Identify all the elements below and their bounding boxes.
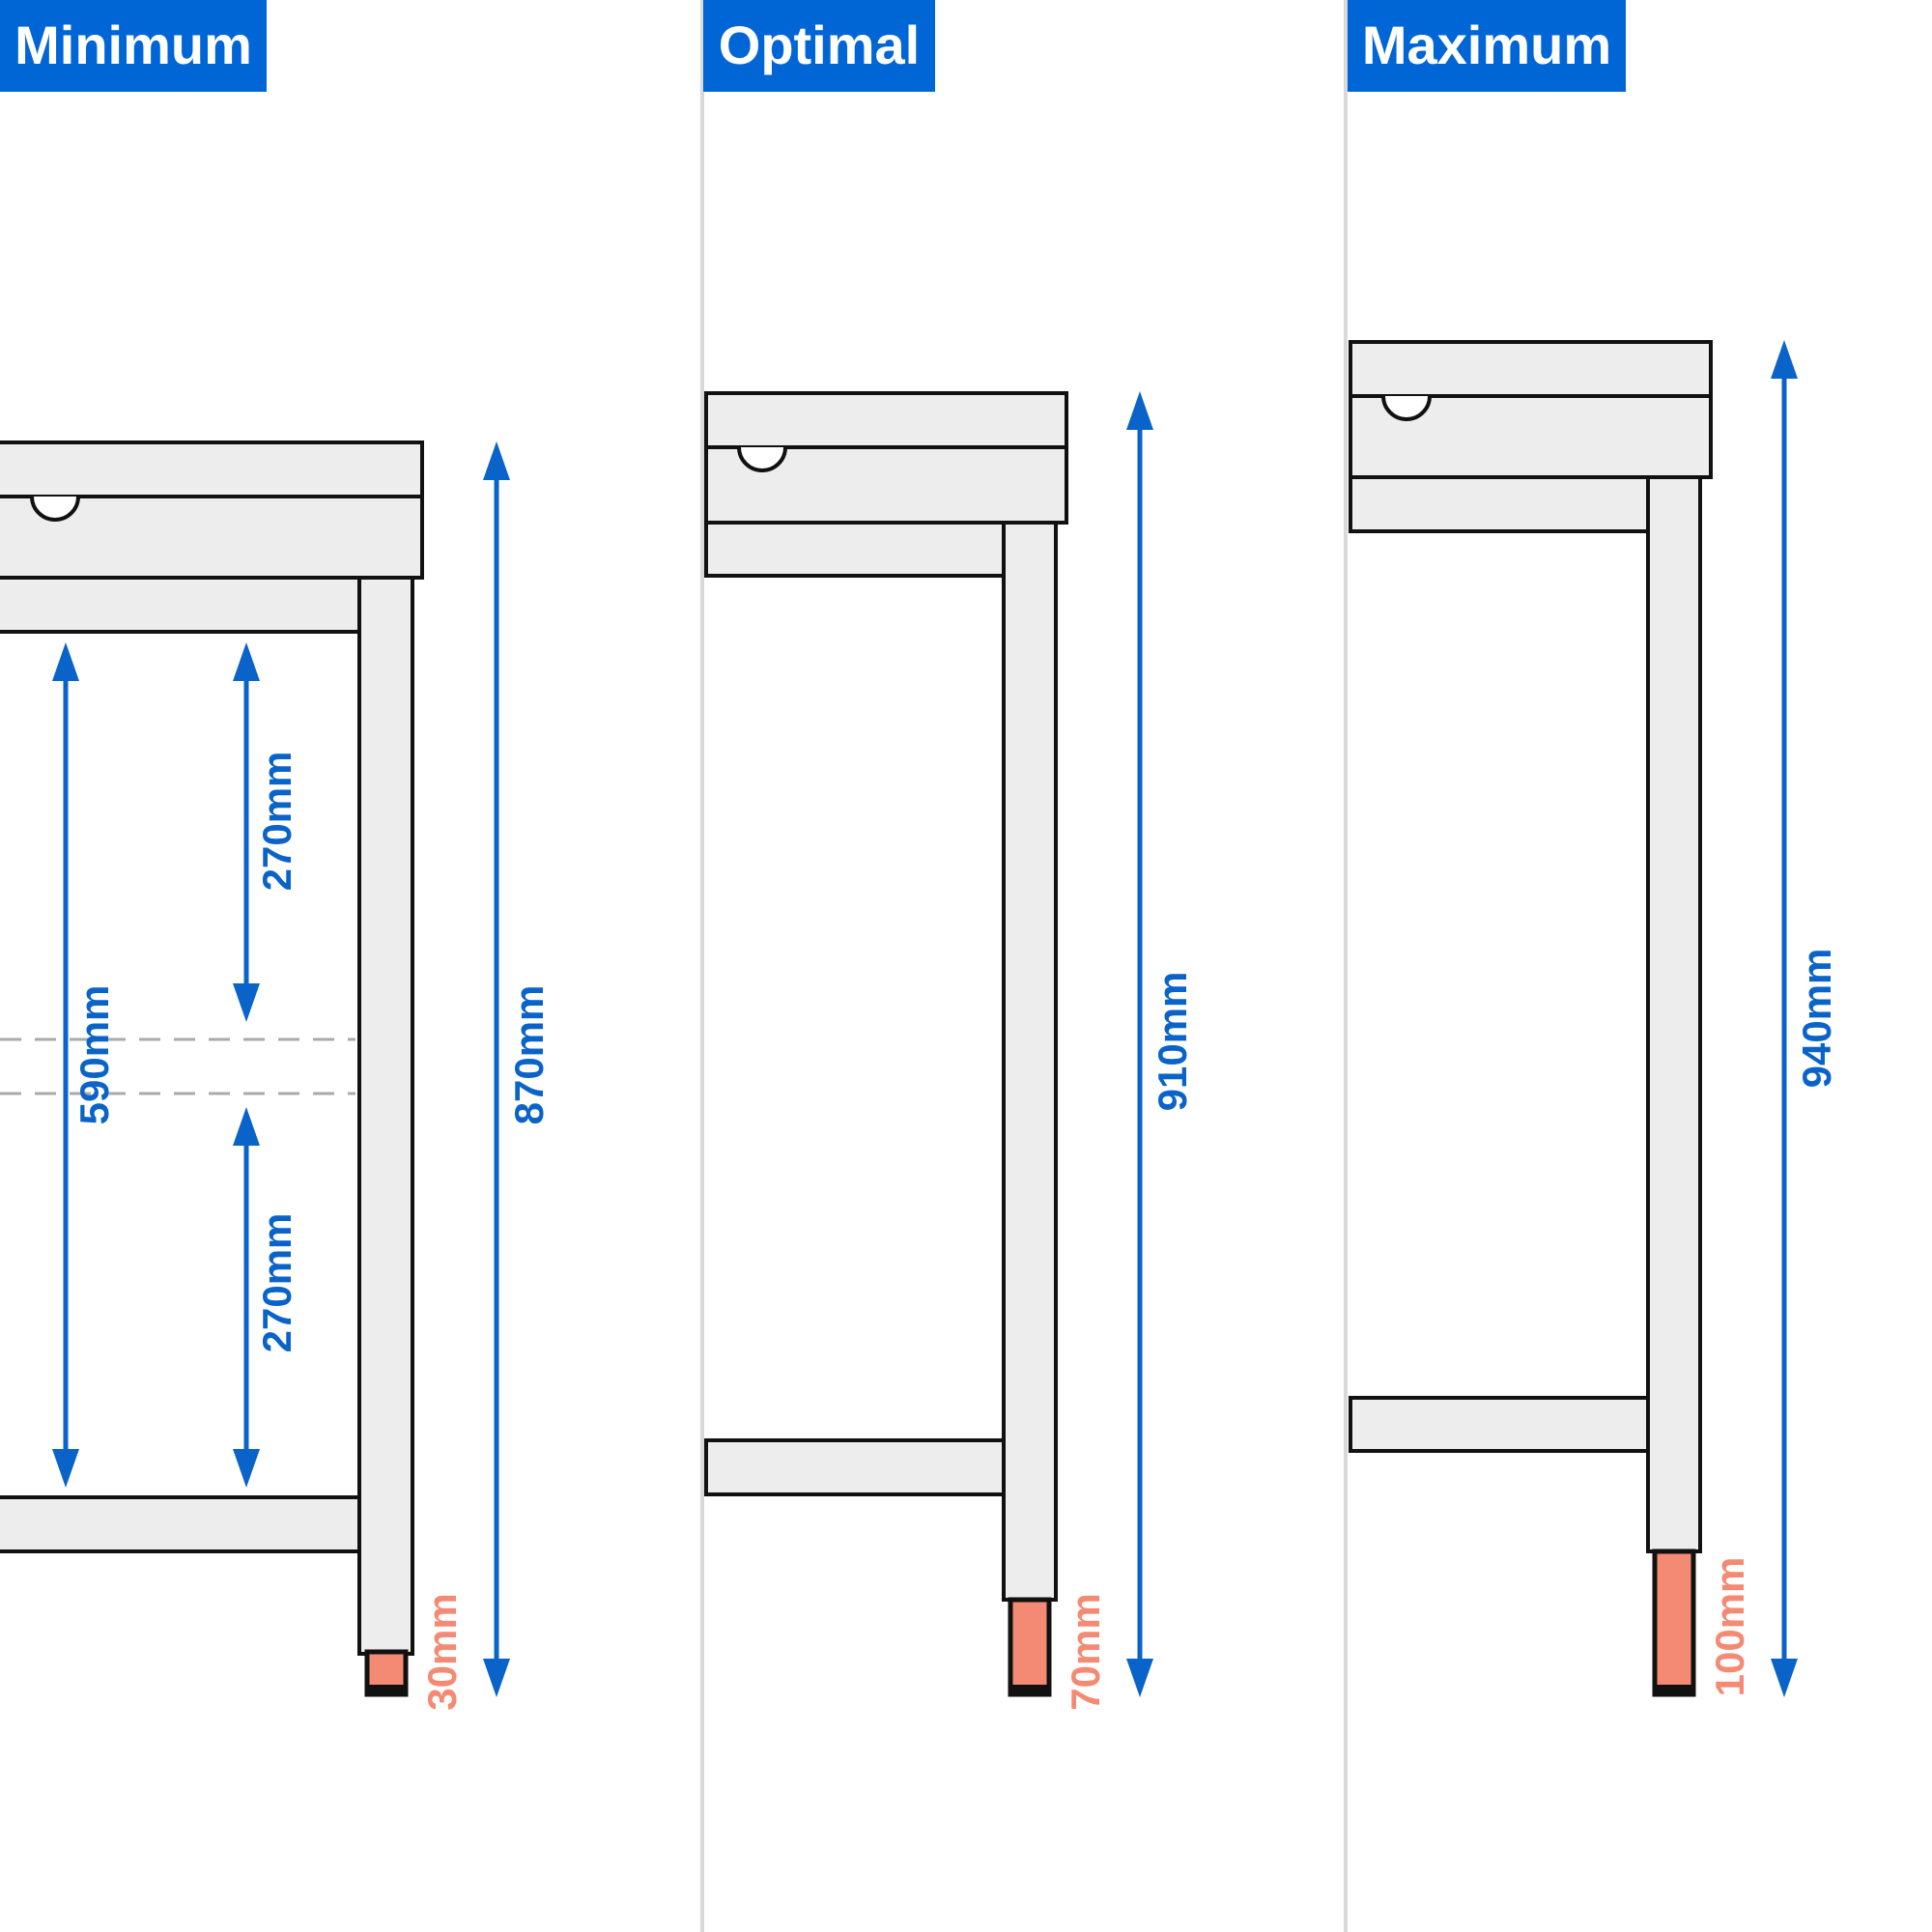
foot-height-label: 70mm bbox=[1063, 1593, 1108, 1710]
dimension-shelf-clearance: 590mm bbox=[52, 642, 117, 1488]
dimension-total-height: 870mm bbox=[483, 441, 552, 1697]
table-top bbox=[704, 391, 1068, 449]
dimension-total-height: 940mm bbox=[1771, 340, 1839, 1697]
adjustable-foot bbox=[1652, 1548, 1696, 1697]
bottom-shelf bbox=[704, 1438, 1006, 1496]
table-leg bbox=[1646, 475, 1702, 1553]
hanging-slot bbox=[1381, 395, 1432, 421]
panel-heading: Minimum bbox=[14, 14, 252, 75]
bottom-shelf bbox=[1349, 1396, 1650, 1453]
foot-base bbox=[1009, 1685, 1051, 1696]
hanging-slot bbox=[737, 446, 787, 472]
dimension-label-total: 870mm bbox=[506, 985, 552, 1125]
foot-height-label: 100mm bbox=[1707, 1557, 1752, 1697]
foot-height-label: 30mm bbox=[419, 1593, 465, 1710]
panel-heading: Maximum bbox=[1362, 14, 1611, 75]
hanging-slot bbox=[30, 496, 80, 522]
upper-rail bbox=[704, 521, 1006, 578]
upper-rail bbox=[0, 576, 361, 634]
adjustable-foot bbox=[1008, 1597, 1052, 1697]
dimension-label-total: 910mm bbox=[1150, 972, 1195, 1112]
header-badge bbox=[1348, 0, 1626, 92]
header-badge bbox=[703, 0, 935, 92]
header-badge bbox=[0, 0, 267, 92]
panel-optimal: Optimal 910mm 70mm bbox=[703, 0, 1195, 1711]
foot-base bbox=[1653, 1685, 1695, 1696]
panel-minimum: Minimum 590mm 270mm bbox=[0, 0, 552, 1711]
upper-rail bbox=[1349, 475, 1650, 533]
table-top bbox=[1349, 340, 1713, 398]
dimension-label-590: 590mm bbox=[71, 985, 117, 1125]
dimension-upper-gap: 270mm bbox=[233, 642, 299, 1022]
table-leg bbox=[1002, 521, 1058, 1602]
dimension-label-total: 940mm bbox=[1794, 949, 1839, 1089]
panel-heading: Optimal bbox=[719, 14, 920, 75]
table-top bbox=[0, 440, 424, 498]
foot-base bbox=[365, 1685, 408, 1696]
dimension-label-270-lower: 270mm bbox=[254, 1213, 299, 1353]
dimension-label-270-upper: 270mm bbox=[254, 752, 299, 892]
bottom-shelf bbox=[0, 1495, 361, 1553]
dimension-lower-gap: 270mm bbox=[233, 1107, 299, 1488]
dimension-total-height: 910mm bbox=[1126, 391, 1195, 1697]
table-leg bbox=[357, 576, 414, 1656]
panel-maximum: Maximum 940mm 100mm bbox=[1348, 0, 1839, 1697]
